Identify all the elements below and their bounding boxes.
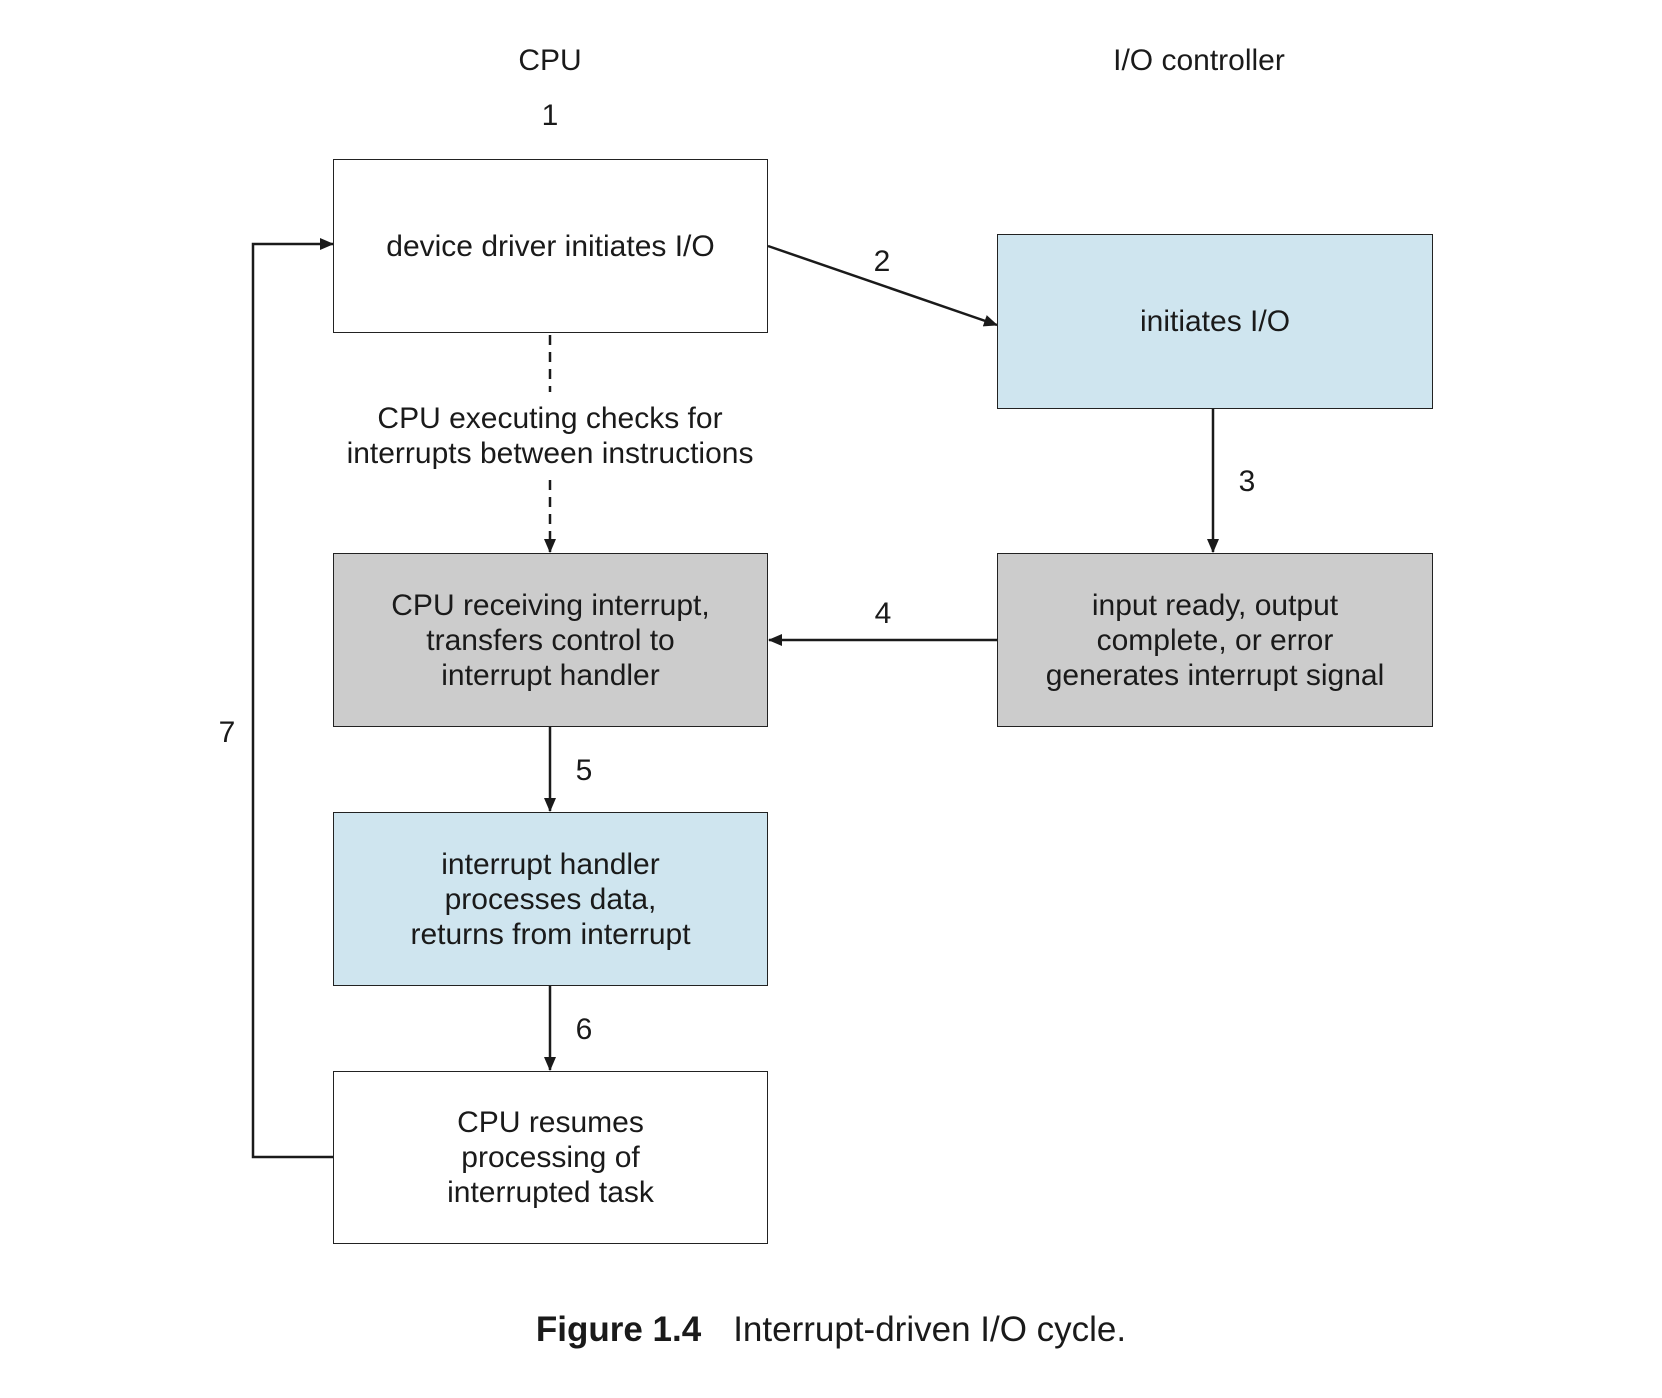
box-label: CPU resumes processing of interrupted ta… bbox=[447, 1106, 654, 1209]
figure-caption-text: Interrupt-driven I/O cycle. bbox=[733, 1310, 1127, 1349]
box-device-driver-initiates-io: device driver initiates I/O bbox=[333, 159, 768, 333]
box-cpu-resumes-processing: CPU resumes processing of interrupted ta… bbox=[333, 1071, 768, 1244]
box-cpu-receiving-interrupt: CPU receiving interrupt, transfers contr… bbox=[333, 553, 768, 727]
box-label: device driver initiates I/O bbox=[386, 229, 715, 263]
box-label: initiates I/O bbox=[1139, 305, 1291, 338]
box-label: input ready, output complete, or error g… bbox=[1045, 588, 1385, 692]
figure-label: Figure 1.4 bbox=[535, 1310, 702, 1349]
note-cpu-executing-checks: CPU executing checks for interrupts betw… bbox=[342, 401, 758, 471]
step-number-2: 2 bbox=[873, 245, 891, 278]
box-label: CPU receiving interrupt, transfers contr… bbox=[391, 588, 710, 692]
step-number-7: 7 bbox=[218, 716, 236, 749]
box-label: interrupt handler processes data, return… bbox=[410, 847, 691, 951]
arrow-step-7 bbox=[251, 238, 334, 1159]
column-label-cpu: CPU bbox=[518, 44, 582, 77]
box-interrupt-handler-processes: interrupt handler processes data, return… bbox=[333, 812, 768, 986]
step-number-1: 1 bbox=[541, 99, 559, 132]
step-number-5: 5 bbox=[575, 754, 593, 787]
column-label-io-controller: I/O controller bbox=[1113, 44, 1285, 77]
step-number-4: 4 bbox=[874, 597, 892, 630]
step-number-3: 3 bbox=[1238, 465, 1256, 498]
step-number-6: 6 bbox=[575, 1013, 593, 1046]
figure-caption: Figure 1.4 Interrupt-driven I/O cycle. bbox=[0, 1310, 1662, 1350]
box-input-ready-interrupt-signal: input ready, output complete, or error g… bbox=[997, 553, 1433, 727]
box-controller-initiates-io: initiates I/O bbox=[997, 234, 1433, 409]
arrow-step-2 bbox=[767, 244, 998, 327]
